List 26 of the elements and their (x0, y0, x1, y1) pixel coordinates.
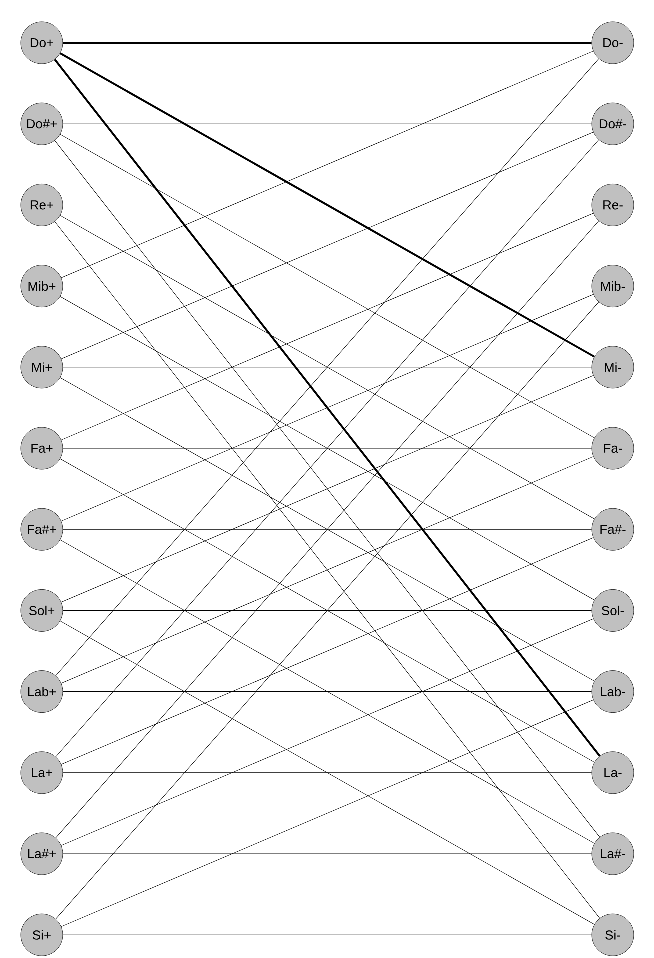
connector-line (62, 610, 592, 611)
connector-line (60, 134, 595, 438)
connector-line (60, 620, 595, 925)
connector-line (61, 294, 594, 522)
connector-line (62, 529, 592, 530)
connector-line (61, 538, 594, 765)
connector-line (60, 215, 595, 520)
connector-line (60, 458, 595, 763)
connector-line (61, 132, 594, 360)
connector-line (61, 456, 594, 684)
connector-line (60, 52, 596, 358)
connector-line (60, 378, 595, 682)
connector-line (61, 618, 594, 846)
connector-line (63, 42, 592, 44)
connector-line (61, 51, 594, 278)
connector-line (61, 213, 594, 440)
connector-line (62, 934, 592, 936)
connector-line (60, 296, 595, 600)
connector-line (60, 540, 595, 844)
connector-line (62, 204, 592, 206)
connector-line (62, 286, 592, 287)
connector-line (61, 375, 594, 603)
connector-line (62, 448, 592, 449)
connector-line (61, 700, 594, 928)
connector-line (62, 772, 592, 774)
connector-line (62, 367, 592, 368)
